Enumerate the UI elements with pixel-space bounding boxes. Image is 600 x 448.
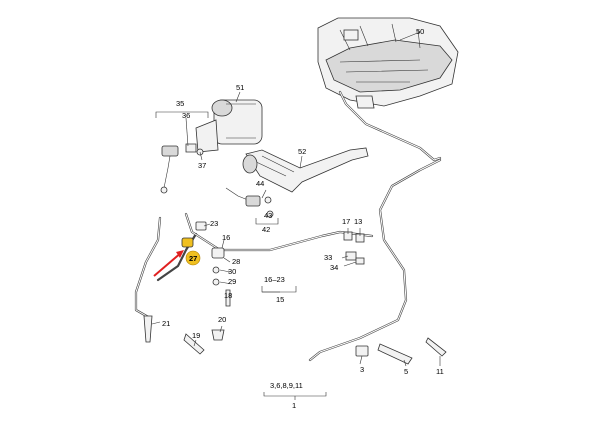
red-arrow <box>153 251 183 277</box>
label-19: 19 <box>192 331 200 340</box>
label-43: 43 <box>264 211 272 220</box>
label-20: 20 <box>218 315 226 324</box>
part-labels: 50 51 52 35 36 37 44 43 42 23 16 27 28 3… <box>162 27 444 410</box>
label-50: 50 <box>416 27 424 36</box>
label-44: 44 <box>256 179 264 188</box>
label-5: 5 <box>404 367 408 376</box>
catalytic-converter <box>195 99 263 153</box>
label-37: 37 <box>198 161 206 170</box>
fuel-lines <box>134 90 442 362</box>
highlighted-part-27 <box>153 237 201 277</box>
label-1: 1 <box>292 401 296 410</box>
fuel-tank <box>317 17 459 109</box>
label-23: 23 <box>210 219 218 228</box>
lambda-probe <box>155 111 209 194</box>
label-3-6-8-9-11: 3,6,8,9,11 <box>270 381 303 390</box>
label-16-23: 16–23 <box>264 275 285 284</box>
label-35: 35 <box>176 99 184 108</box>
part-27-shape <box>181 237 194 248</box>
label-42: 42 <box>262 225 270 234</box>
label-15: 15 <box>276 295 284 304</box>
label-18: 18 <box>224 291 232 300</box>
part-27-badge <box>185 250 201 266</box>
label-21: 21 <box>162 319 170 328</box>
label-30: 30 <box>228 267 236 276</box>
label-34: 34 <box>330 263 338 272</box>
label-11: 11 <box>436 367 444 376</box>
label-52: 52 <box>298 147 306 156</box>
small-parts <box>143 221 447 365</box>
label-28: 28 <box>232 257 240 266</box>
label-3: 3 <box>360 365 364 374</box>
label-29: 29 <box>228 277 236 286</box>
label-16: 16 <box>222 233 230 242</box>
front-exhaust-pipe <box>242 147 369 193</box>
label-51: 51 <box>236 83 244 92</box>
exhaust-sensor <box>225 187 279 225</box>
label-33: 33 <box>324 253 332 262</box>
label-13: 13 <box>354 217 362 226</box>
label-36: 36 <box>182 111 190 120</box>
label-27: 27 <box>189 254 197 263</box>
leader-lines <box>151 31 441 400</box>
label-17: 17 <box>342 217 350 226</box>
